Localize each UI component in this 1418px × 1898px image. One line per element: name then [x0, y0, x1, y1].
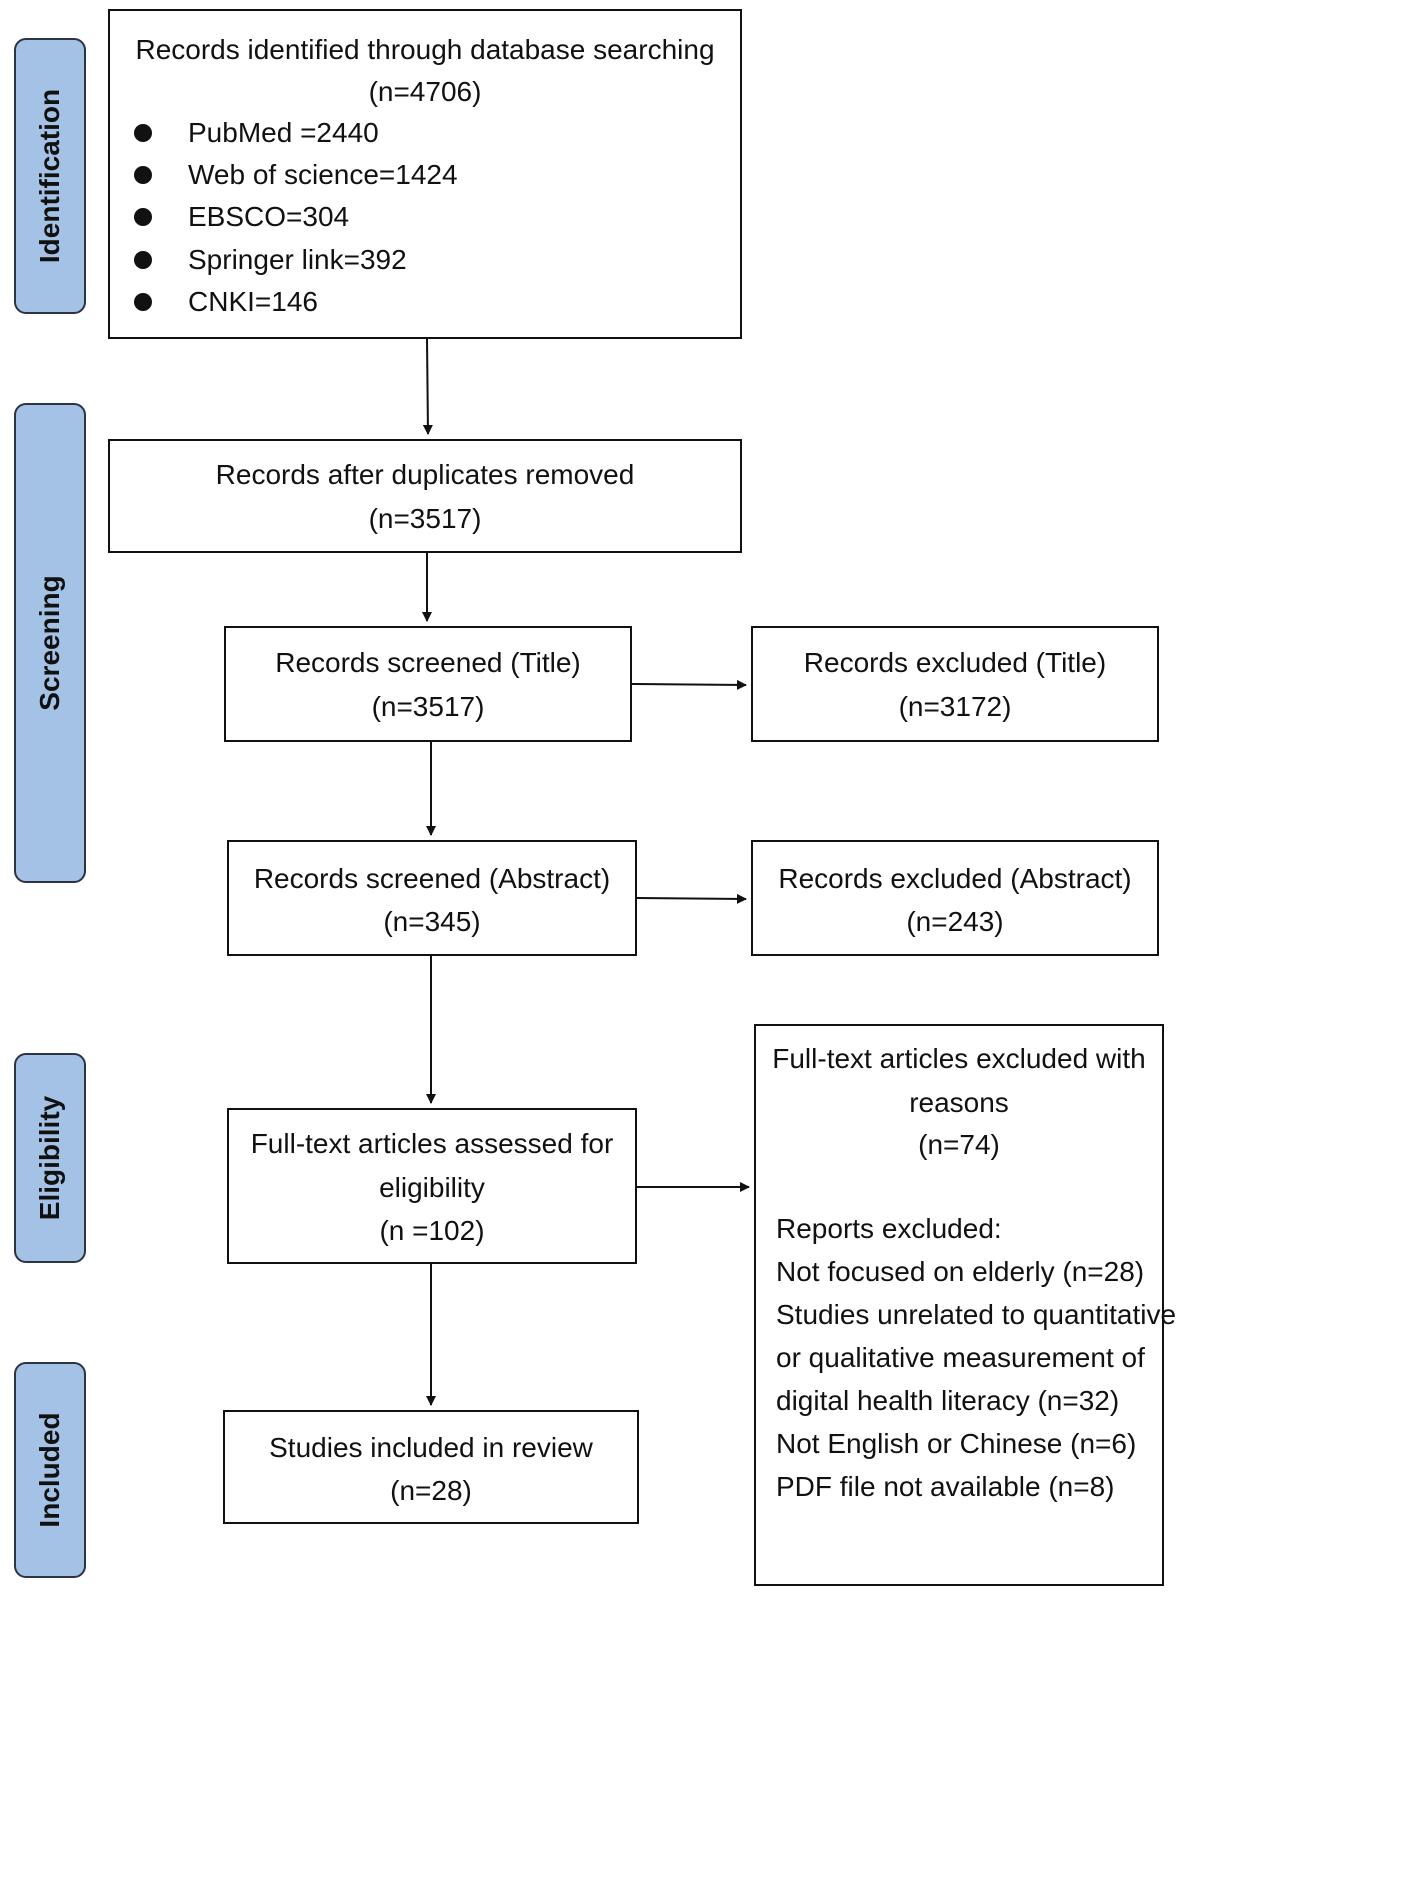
excluded-abstract-title: Records excluded (Abstract): [778, 863, 1132, 894]
excluded-abstract-count: (n=243): [906, 906, 1004, 937]
fulltext-excluded-box: Full-text articles excluded with reasons…: [754, 1024, 1176, 1586]
screened-abstract-count: (n=345): [383, 906, 481, 937]
stage-screening: Screening: [14, 403, 86, 883]
arrow-abstract-exclusion: [636, 893, 747, 904]
exclusion-reason: Not focused on elderly (n=28): [776, 1256, 1145, 1287]
exclusion-reason: digital health literacy (n=32): [776, 1385, 1120, 1416]
deduplicated-box: Records after duplicates removed (n=3517…: [108, 439, 742, 553]
reports-excluded-label: Reports excluded:: [776, 1213, 1002, 1244]
identified-box: Records identified through database sear…: [108, 9, 742, 339]
exclusion-reason: PDF file not available (n=8): [776, 1471, 1115, 1502]
excluded-abstract-box: Records excluded (Abstract) (n=243): [751, 840, 1159, 956]
bullet-icon: [134, 124, 152, 142]
included-title: Studies included in review: [269, 1432, 593, 1463]
arrow-title-exclusion: [631, 679, 747, 690]
fulltext-excluded-count: (n=74): [918, 1129, 1000, 1160]
source-item: PubMed =2440: [188, 117, 379, 148]
bullet-icon: [134, 208, 152, 226]
source-item: CNKI=146: [188, 286, 318, 317]
bullet-icon: [134, 251, 152, 269]
screened-abstract-box: Records screened (Abstract) (n=345): [227, 840, 637, 956]
deduplicated-title: Records after duplicates removed: [215, 459, 635, 490]
source-item: Springer link=392: [188, 244, 407, 275]
stage-identification: Identification: [14, 38, 86, 314]
screened-title-box: Records screened (Title) (n=3517): [224, 626, 632, 742]
screened-title-title: Records screened (Title): [275, 647, 581, 678]
fulltext-count: (n =102): [379, 1215, 485, 1246]
exclusion-reason: Not English or Chinese (n=6): [776, 1428, 1137, 1459]
fulltext-line2: eligibility: [379, 1172, 485, 1203]
arrow-identified-to-dedup: [422, 338, 433, 435]
excluded-title-count: (n=3172): [898, 691, 1012, 722]
identified-count: (n=4706): [368, 76, 482, 107]
deduplicated-count: (n=3517): [368, 503, 482, 534]
excluded-title-box: Records excluded (Title) (n=3172): [751, 626, 1159, 742]
fulltext-excluded-line2: reasons: [909, 1087, 1009, 1118]
fulltext-line1: Full-text articles assessed for: [250, 1128, 614, 1159]
exclusion-reason: or qualitative measurement of: [776, 1342, 1145, 1373]
identified-title: Records identified through database sear…: [135, 34, 715, 65]
excluded-title-title: Records excluded (Title): [803, 647, 1107, 678]
included-box: Studies included in review (n=28): [223, 1410, 639, 1524]
fulltext-excluded-line1: Full-text articles excluded with: [772, 1043, 1146, 1074]
bullet-icon: [134, 166, 152, 184]
source-item: EBSCO=304: [188, 201, 350, 232]
screened-abstract-title: Records screened (Abstract): [253, 863, 611, 894]
bullet-icon: [134, 293, 152, 311]
screened-title-count: (n=3517): [371, 691, 485, 722]
included-count: (n=28): [390, 1475, 472, 1506]
stage-included: Included: [14, 1362, 86, 1578]
exclusion-reason: Studies unrelated to quantitative: [776, 1299, 1177, 1330]
source-item: Web of science=1424: [188, 159, 458, 190]
fulltext-box: Full-text articles assessed for eligibil…: [227, 1108, 637, 1264]
stage-eligibility: Eligibility: [14, 1053, 86, 1263]
